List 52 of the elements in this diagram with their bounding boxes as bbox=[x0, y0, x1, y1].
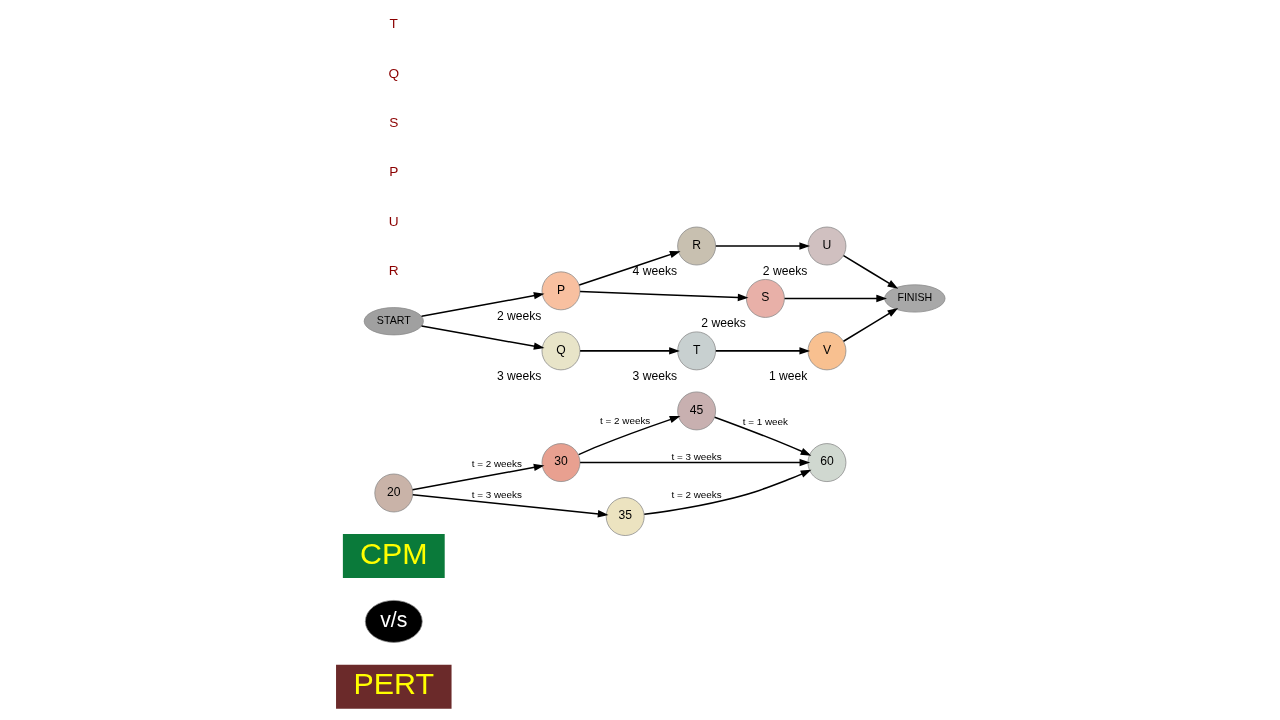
arrow bbox=[714, 347, 810, 355]
node-circle: 30 bbox=[541, 443, 580, 482]
edge-label: t = 2 weeks bbox=[671, 488, 722, 500]
label: U bbox=[388, 213, 399, 229]
node-label: 3 weeks bbox=[496, 368, 541, 383]
arrow bbox=[578, 290, 748, 302]
edge-label: t = 1 week bbox=[742, 415, 788, 427]
node-circle: 60 bbox=[807, 443, 846, 482]
node-box: CPM bbox=[342, 534, 445, 579]
node-label: 2 weeks bbox=[700, 316, 746, 331]
arrow bbox=[420, 325, 544, 350]
label: S bbox=[388, 115, 398, 131]
arrow bbox=[411, 463, 544, 491]
arrow bbox=[842, 254, 898, 289]
arrow bbox=[578, 347, 680, 355]
edge-label: t = 2 weeks bbox=[471, 457, 522, 469]
node-label: 2 weeks bbox=[496, 308, 541, 323]
node-circle: V bbox=[807, 331, 846, 371]
arrow bbox=[420, 292, 544, 318]
node-ellipse: v/s bbox=[364, 600, 423, 643]
node-circle: 20 bbox=[373, 473, 413, 513]
node-circle: S bbox=[745, 279, 785, 318]
node-ellipse: START bbox=[363, 307, 424, 336]
node-circle: P bbox=[541, 271, 580, 311]
node-circle: R bbox=[676, 226, 716, 266]
arrow bbox=[578, 458, 810, 467]
arrow bbox=[713, 416, 811, 456]
label: Q bbox=[387, 65, 399, 81]
node-circle: Q bbox=[541, 331, 580, 371]
label: T bbox=[389, 16, 398, 32]
arrow bbox=[714, 242, 810, 250]
node-label: 1 week bbox=[768, 368, 807, 383]
node-circle: 35 bbox=[605, 497, 645, 536]
node-circle: 45 bbox=[676, 391, 716, 431]
arrow bbox=[842, 308, 898, 342]
label: P bbox=[388, 164, 398, 180]
arrow bbox=[411, 494, 608, 518]
node-label: 4 weeks bbox=[632, 263, 677, 278]
edge-label: t = 2 weeks bbox=[599, 415, 650, 427]
label: R bbox=[388, 263, 399, 279]
node-circle: T bbox=[676, 331, 716, 371]
arrow bbox=[577, 416, 680, 456]
arrow bbox=[643, 469, 811, 516]
arrow bbox=[578, 251, 680, 286]
edge-label: t = 3 weeks bbox=[671, 450, 722, 462]
node-circle: U bbox=[807, 226, 846, 266]
node-ellipse: FINISH bbox=[883, 284, 945, 313]
arrow bbox=[783, 294, 887, 303]
node-box: PERT bbox=[335, 664, 452, 709]
node-label: 2 weeks bbox=[762, 263, 807, 278]
node-label: 3 weeks bbox=[632, 368, 677, 383]
edge-label: t = 3 weeks bbox=[471, 488, 522, 500]
